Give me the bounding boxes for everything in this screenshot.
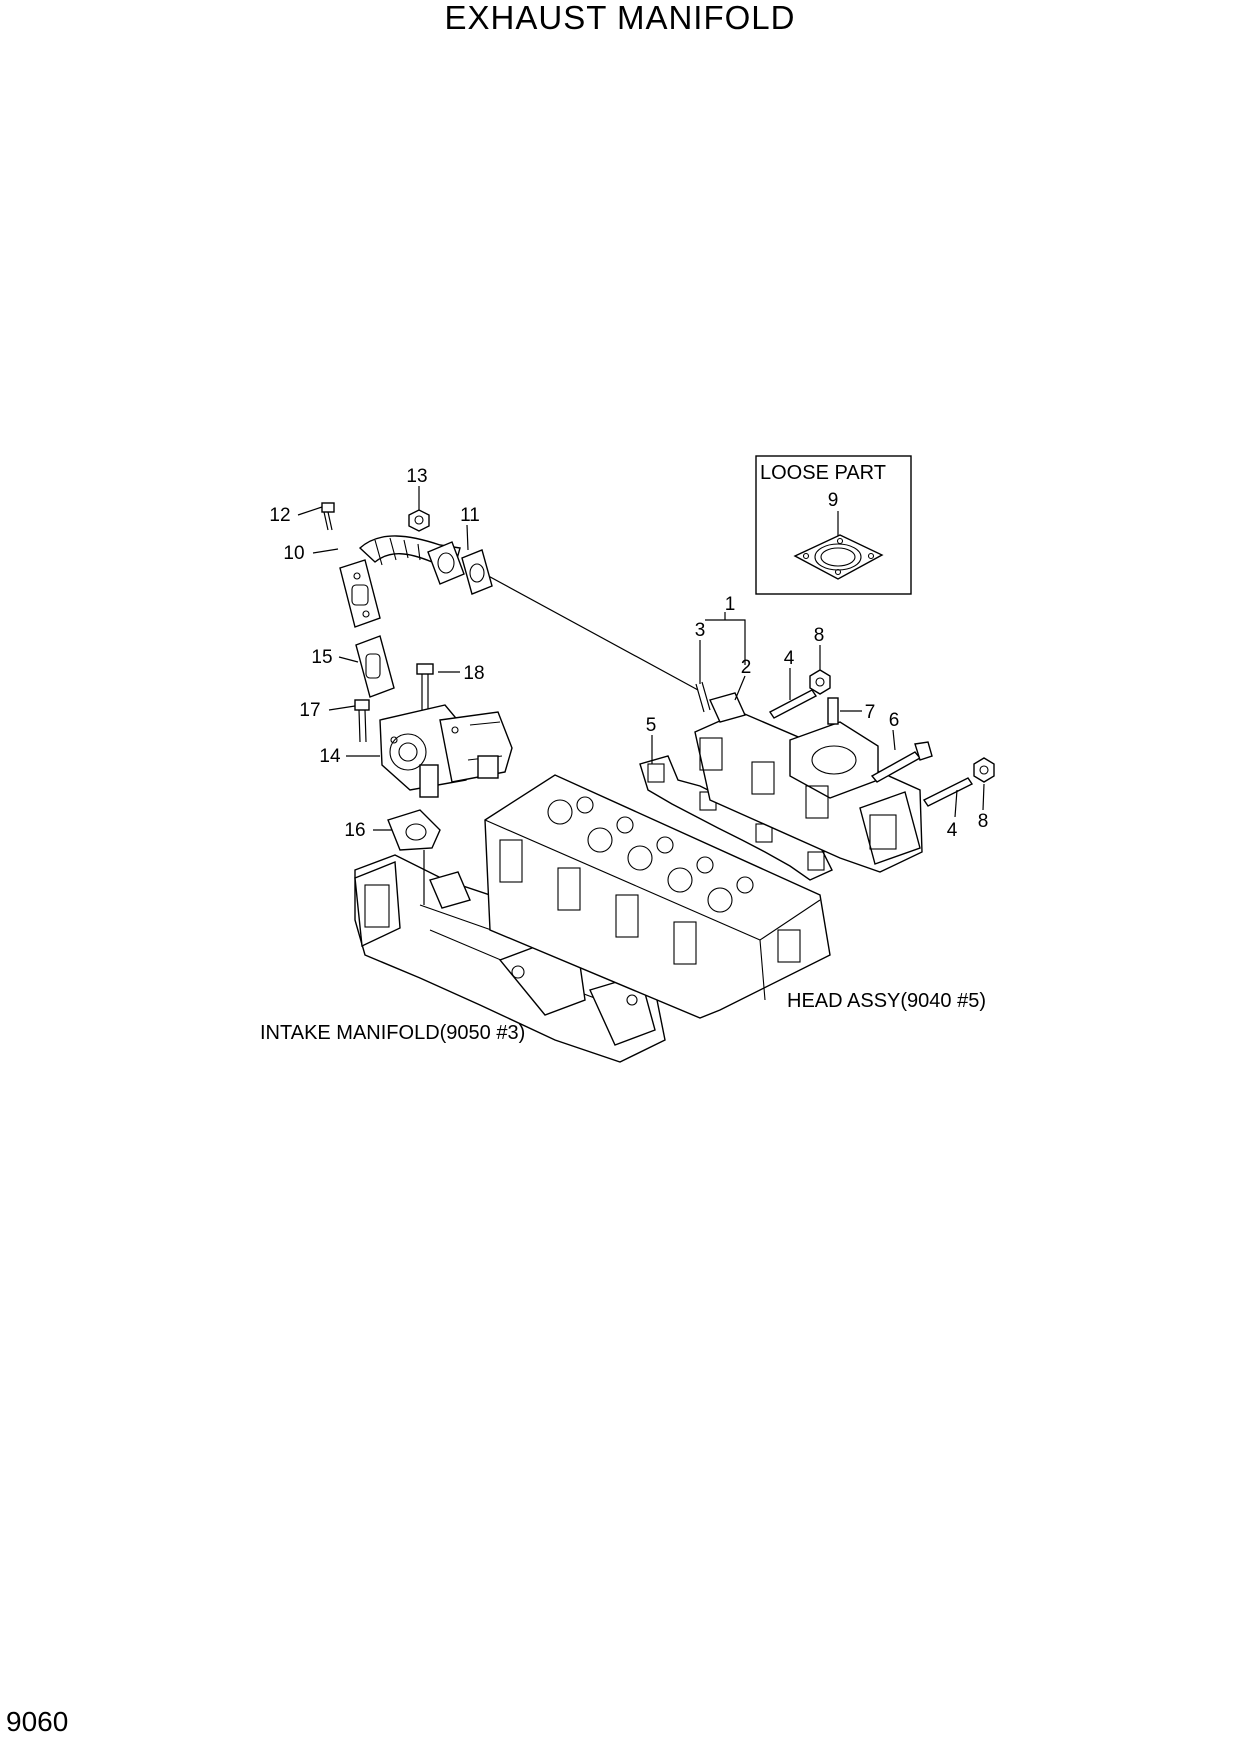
egr-pipe-part bbox=[339, 535, 465, 628]
intake-manifold-part bbox=[354, 850, 666, 1063]
callout-14: 14 bbox=[319, 746, 341, 767]
callout-17: 17 bbox=[299, 700, 320, 721]
manifold-gasket-part bbox=[639, 755, 833, 881]
callout-4-upper: 4 bbox=[784, 648, 795, 669]
callout-leader-lines bbox=[297, 486, 985, 831]
callout-5: 5 bbox=[646, 715, 657, 736]
loose-part-box: LOOSE PART 9 bbox=[755, 455, 912, 595]
callout-7: 7 bbox=[865, 702, 876, 723]
pipe-gasket-part bbox=[461, 549, 493, 595]
head-assy-reference: HEAD ASSY(9040 #5) bbox=[787, 990, 986, 1012]
callout-12: 12 bbox=[269, 505, 290, 526]
callout-6: 6 bbox=[889, 710, 900, 731]
callout-18: 18 bbox=[463, 663, 484, 684]
callout-2: 2 bbox=[741, 657, 752, 678]
loose-part-heading: LOOSE PART bbox=[760, 462, 886, 484]
valve-gasket-part bbox=[387, 809, 441, 851]
intake-manifold-reference: INTAKE MANIFOLD(9050 #3) bbox=[260, 1022, 525, 1044]
callout-10: 10 bbox=[283, 543, 304, 564]
egr-gasket-part bbox=[355, 635, 395, 698]
callout-13: 13 bbox=[406, 466, 427, 487]
bolt-part-17 bbox=[354, 699, 370, 743]
page-title: EXHAUST MANIFOLD bbox=[444, 0, 796, 36]
bolt-part-12 bbox=[321, 502, 335, 531]
callout-1: 1 bbox=[725, 594, 736, 615]
cylinder-head-part bbox=[484, 774, 831, 1019]
page-number: 9060 bbox=[6, 1706, 69, 1737]
callout-4-lower: 4 bbox=[947, 820, 958, 841]
nut-part-13 bbox=[408, 509, 430, 532]
bolt-part-4-upper bbox=[768, 689, 818, 719]
exhaust-gasket-part bbox=[793, 534, 884, 580]
callout-11: 11 bbox=[460, 505, 480, 526]
callout-16: 16 bbox=[344, 820, 365, 841]
egr-valve-part bbox=[379, 704, 513, 798]
bolt-part-4-lower bbox=[922, 777, 974, 807]
assembly-leader-line bbox=[469, 565, 699, 691]
bolt-part-6 bbox=[870, 741, 933, 783]
exhaust-manifold-part bbox=[694, 692, 923, 873]
callout-15: 15 bbox=[311, 647, 332, 668]
nut-part-8-upper bbox=[809, 669, 831, 695]
nut-part-8-lower bbox=[973, 757, 995, 783]
callout-8-upper: 8 bbox=[814, 625, 825, 646]
stud-part-7 bbox=[827, 697, 839, 725]
stud-part-3 bbox=[695, 681, 711, 713]
callout-8-lower: 8 bbox=[978, 811, 989, 832]
callout-3: 3 bbox=[695, 620, 706, 641]
callout-9: 9 bbox=[828, 490, 839, 511]
callout-numbers: 1 2 3 4 4 5 6 7 8 8 10 11 12 13 14 15 16… bbox=[269, 466, 988, 841]
